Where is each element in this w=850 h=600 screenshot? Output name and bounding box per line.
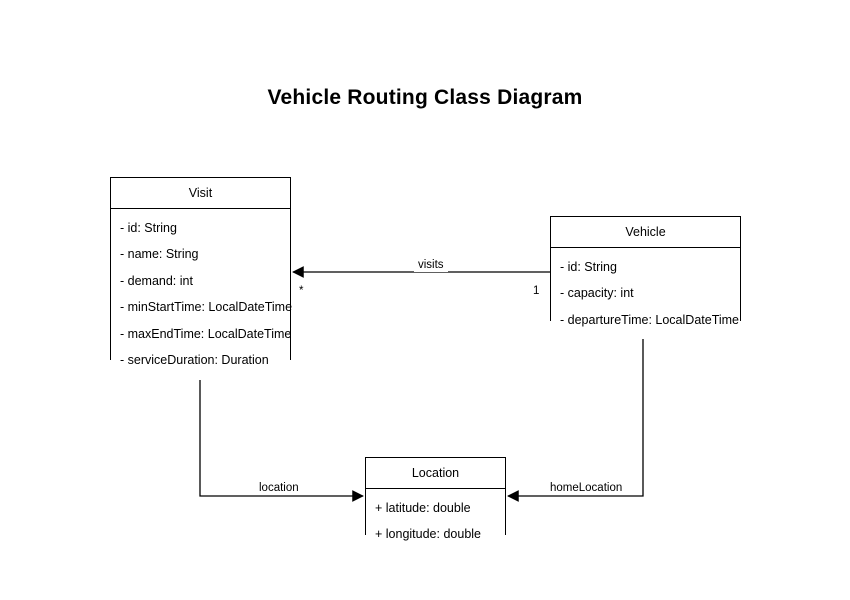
uml-attribute: + longitude: double: [375, 527, 481, 541]
uml-attribute: - maxEndTime: LocalDateTime: [120, 326, 292, 341]
edge-location: [199, 360, 364, 502]
uml-attribute: + latitude: double: [375, 500, 471, 515]
uml-class-location[interactable]: Location + latitude: double + longitude:…: [365, 457, 506, 554]
uml-attributes-visit: - id: String - name: String - demand: in…: [111, 208, 293, 380]
uml-attribute: - demand: int: [120, 273, 193, 288]
uml-class-visit[interactable]: Visit - id: String - name: String - dema…: [110, 177, 292, 380]
uml-attribute: - serviceDuration: Duration: [120, 353, 269, 367]
uml-attribute: - departureTime: LocalDateTime: [560, 312, 740, 327]
uml-class-vehicle[interactable]: Vehicle - id: String - capacity: int - d…: [550, 216, 741, 339]
uml-attribute: - capacity: int: [560, 286, 634, 300]
uml-attribute: - name: String: [120, 247, 199, 261]
uml-attributes-vehicle: - id: String - capacity: int - departure…: [551, 247, 740, 339]
uml-class-name-vehicle: Vehicle: [551, 217, 740, 248]
uml-attribute: - minStartTime: LocalDateTime: [120, 300, 293, 314]
edge-multiplicity-visit-end: *: [299, 285, 304, 297]
diagram-title: Vehicle Routing Class Diagram: [267, 86, 583, 109]
uml-class-name-visit: Visit: [111, 178, 290, 209]
uml-attribute: - id: String: [120, 220, 177, 235]
uml-attributes-location: + latitude: double + longitude: double: [366, 488, 505, 554]
edge-label-location: location: [255, 482, 303, 495]
edge-multiplicity-vehicle-end: 1: [533, 285, 540, 297]
uml-attribute: - id: String: [560, 259, 617, 274]
edge-label-visits: visits: [414, 259, 448, 272]
uml-class-name-location: Location: [366, 458, 505, 489]
edge-home-location: [507, 321, 644, 502]
edge-label-home-location: homeLocation: [546, 482, 627, 495]
